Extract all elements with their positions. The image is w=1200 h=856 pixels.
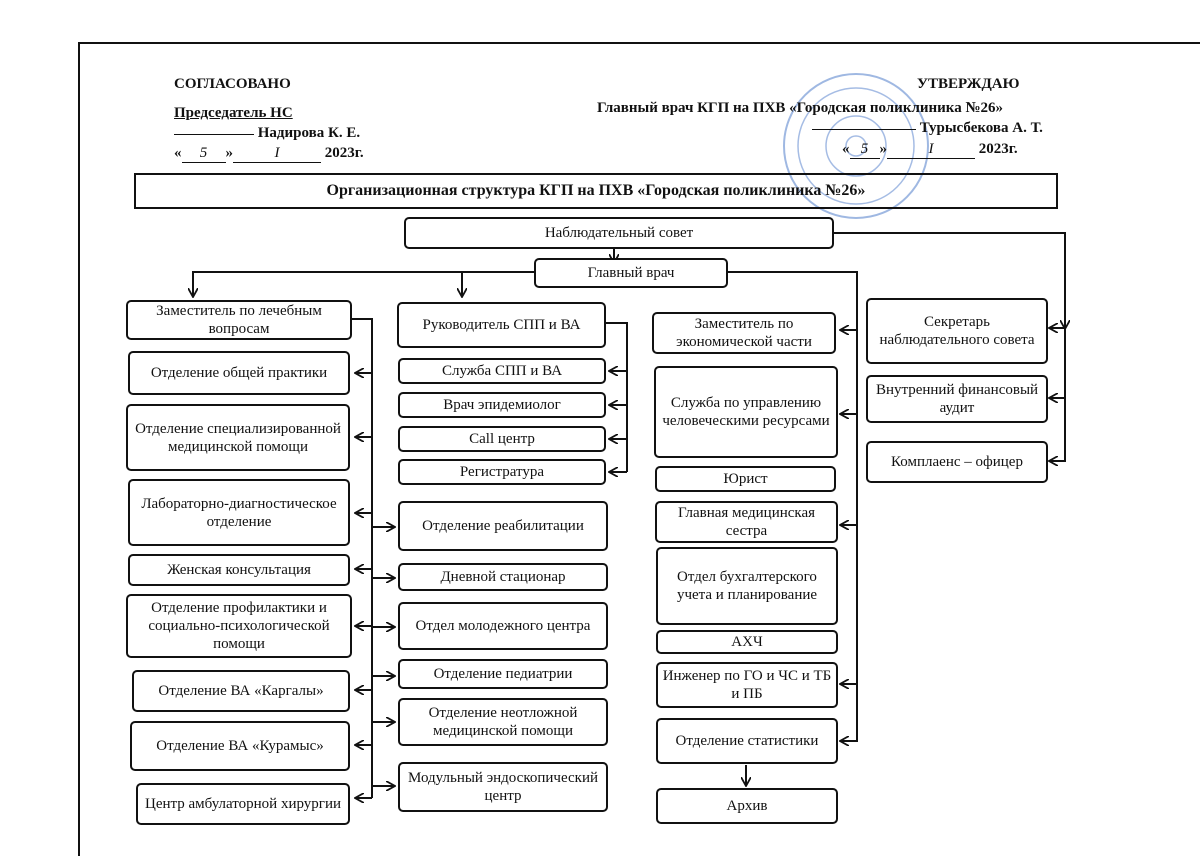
- col3-archive: Архив: [656, 788, 838, 824]
- approval-right-date: «5»I 2023г.: [842, 141, 1018, 159]
- approval-right-day: 5: [849, 141, 880, 159]
- approval-right-position: Главный врач КГП на ПХВ «Городская полик…: [597, 100, 1004, 116]
- approval-left-year: 2023г.: [324, 145, 364, 161]
- diagram-title: Организационная структура КГП на ПХВ «Го…: [134, 173, 1058, 209]
- approval-right-heading: УТВЕРЖДАЮ: [917, 76, 1020, 92]
- official-seal: [770, 64, 950, 224]
- col3-statistics: Отделение статистики: [656, 718, 838, 764]
- approval-left-date: «5»I 2023г.: [174, 145, 364, 163]
- approval-left-name: Надирова К. Е.: [257, 125, 361, 141]
- col1-deputy-medical: Заместитель по лечебным вопросам: [126, 300, 352, 340]
- col1-laboratory: Лабораторно-диагностическое отделение: [128, 479, 350, 546]
- approval-right-year: 2023г.: [978, 141, 1018, 157]
- col2-endoscopy-center: Модульный эндоскопический центр: [398, 762, 608, 812]
- col2-pediatrics: Отделение педиатрии: [398, 659, 608, 689]
- col2-spp-service: Служба СПП и ВА: [398, 358, 606, 384]
- approval-left-month: I: [233, 145, 321, 163]
- col1-dept-kargaly: Отделение ВА «Каргалы»: [132, 670, 350, 712]
- col3-engineer-go: Инженер по ГО и ЧС и ТБ и ПБ: [656, 662, 838, 708]
- col1-dept-kuramys: Отделение ВА «Курамыс»: [130, 721, 350, 771]
- approval-left-position: Председатель НС: [174, 105, 293, 121]
- col2-emergency-care: Отделение неотложной медицинской помощи: [398, 698, 608, 746]
- approval-left-day: 5: [181, 145, 226, 163]
- col3-hr-service: Служба по управлению человеческими ресур…: [654, 366, 838, 458]
- supervisory-board-box: Наблюдательный совет: [404, 217, 834, 249]
- page-border: [78, 42, 1200, 856]
- col4-financial-audit: Внутренний финансовый аудит: [866, 375, 1048, 423]
- approval-right-month: I: [887, 141, 975, 159]
- approval-right-signature-line: Турысбекова А. Т.: [812, 120, 1043, 137]
- col1-general-practice: Отделение общей практики: [128, 351, 350, 395]
- approval-left-signature-line: Надирова К. Е.: [174, 125, 360, 142]
- col2-youth-center: Отдел молодежного центра: [398, 602, 608, 650]
- col1-specialized-care: Отделение специализированной медицинской…: [126, 404, 350, 471]
- col4-board-secretary: Секретарь наблюдательного совета: [866, 298, 1048, 364]
- col2-rehabilitation: Отделение реабилитации: [398, 501, 608, 551]
- col1-womens-consultation: Женская консультация: [128, 554, 350, 586]
- col2-day-hospital: Дневной стационар: [398, 563, 608, 591]
- col2-head-spp: Руководитель СПП и ВА: [397, 302, 606, 348]
- col2-epidemiologist: Врач эпидемиолог: [398, 392, 606, 418]
- chief-doctor-box: Главный врач: [534, 258, 728, 288]
- col3-head-nurse: Главная медицинская сестра: [655, 501, 838, 543]
- col3-accounting: Отдел бухгалтерского учета и планировани…: [656, 547, 838, 625]
- col1-ambulatory-surgery: Центр амбулаторной хирургии: [136, 783, 350, 825]
- col4-compliance-officer: Комплаенс – офицер: [866, 441, 1048, 483]
- col2-call-center: Call центр: [398, 426, 606, 452]
- col2-registry: Регистратура: [398, 459, 606, 485]
- col1-prevention-dept: Отделение профилактики и социально-психо…: [126, 594, 352, 658]
- col3-deputy-economics: Заместитель по экономической части: [652, 312, 836, 354]
- col3-ahc: АХЧ: [656, 630, 838, 654]
- approval-right-name: Турысбекова А. Т.: [919, 120, 1043, 136]
- col3-lawyer: Юрист: [655, 466, 836, 492]
- approval-left-heading: СОГЛАСОВАНО: [174, 76, 291, 92]
